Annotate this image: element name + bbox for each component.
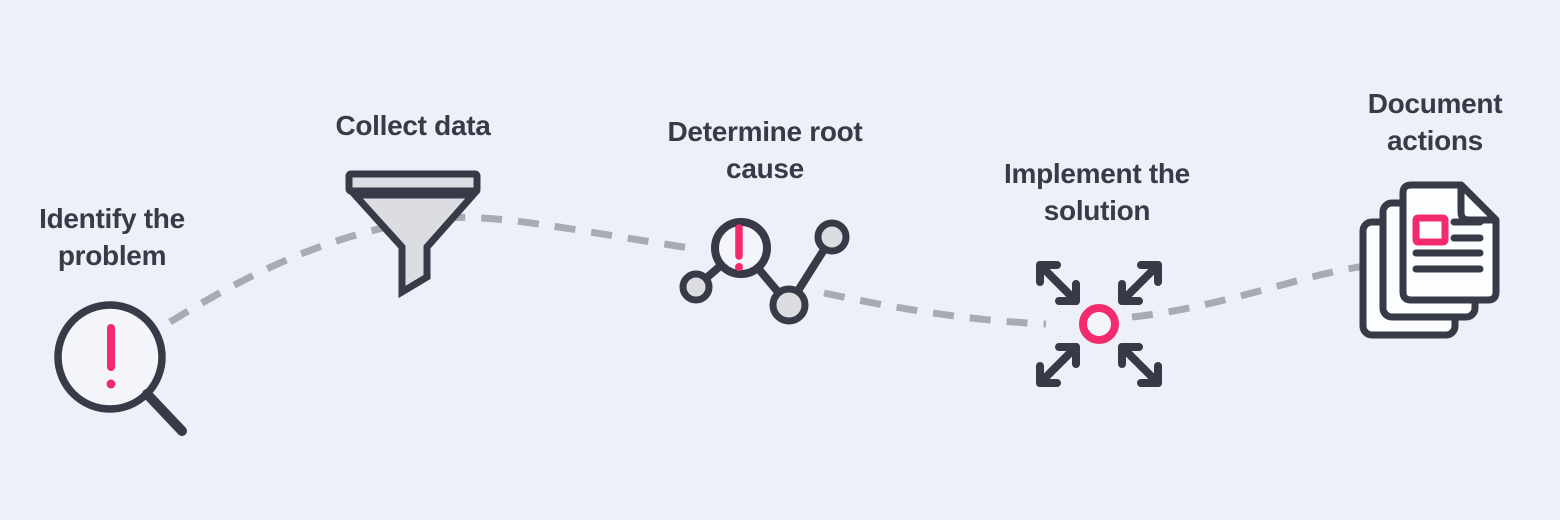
step-label-line: problem [57, 240, 167, 271]
step-label: Document actions [1335, 85, 1535, 159]
step-label-line: cause [726, 153, 804, 184]
step-label-line: Implement the [1004, 158, 1190, 189]
step-label-line: Identify the [39, 203, 185, 234]
connected-nodes-exclamation-icon [679, 218, 850, 325]
step-label: Identify the problem [12, 200, 212, 274]
step-label: Implement the solution [972, 155, 1222, 229]
step-label-line: actions [1387, 125, 1483, 156]
magnifier-exclamation-icon [54, 301, 187, 436]
step-label: Collect data [313, 107, 513, 144]
step-label-line: Document [1367, 88, 1503, 119]
step-label-line: solution [1043, 195, 1151, 226]
step-label-line: Determine root [667, 116, 863, 147]
step-label-line: Collect data [335, 110, 491, 141]
expand-arrows-target-icon [1036, 261, 1162, 387]
funnel-icon [345, 170, 481, 299]
stacked-documents-icon [1359, 181, 1500, 339]
step-label: Determine root cause [640, 113, 890, 187]
